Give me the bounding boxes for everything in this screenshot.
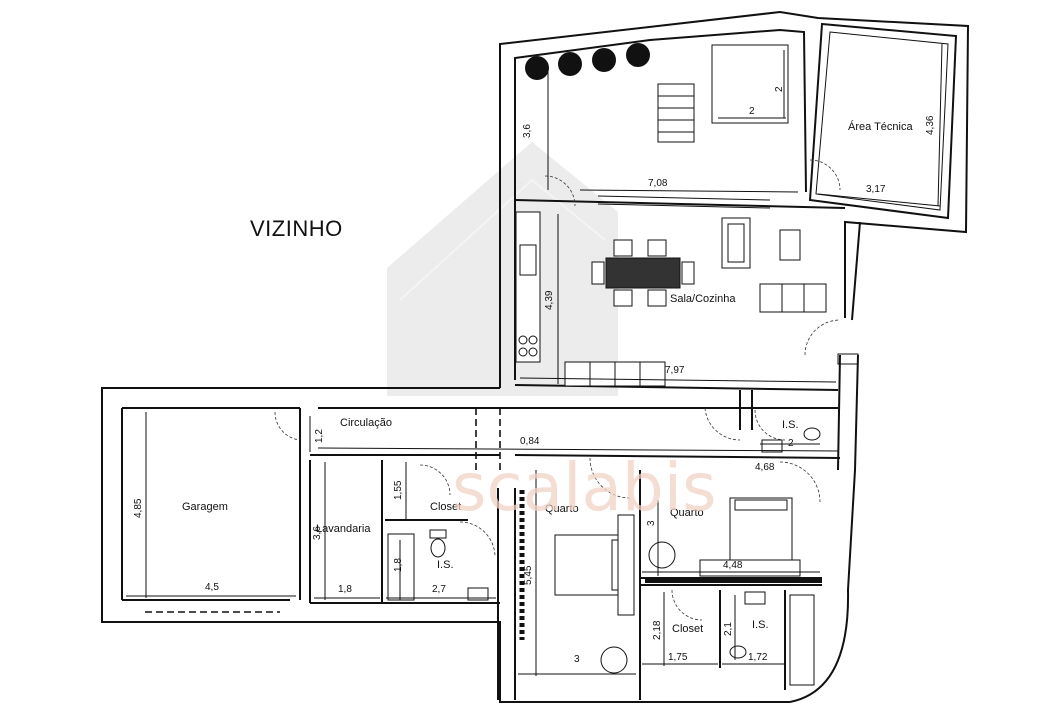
toilet-icon-top [761, 427, 821, 453]
dim-laundry-h: 3,6 [312, 526, 323, 540]
closet-left-door-swing [419, 464, 451, 496]
dim-corridor-w: 4,68 [755, 462, 775, 473]
sink-icon [519, 244, 537, 276]
outer-wall-upper [499, 10, 970, 388]
dim-laundry-w: 1,8 [338, 584, 352, 595]
room-label-circulation: Circulação [340, 417, 392, 429]
dim-living-w: 7,97 [665, 365, 685, 376]
plant-icons [525, 43, 650, 80]
watermark-house-icon [387, 142, 618, 396]
dim-closet-l-h: 1,55 [393, 480, 404, 500]
dim-circ-w: 0,84 [520, 436, 540, 447]
room-label-garage: Garagem [182, 501, 228, 513]
bed-icon-right [699, 497, 801, 577]
tech-door-swing [809, 159, 841, 191]
toilet-icon-right [729, 591, 766, 659]
room-label-closet-left: Closet [430, 501, 461, 513]
dim-closet-r-h: 2,18 [652, 620, 663, 640]
east-corridor-wall [837, 354, 841, 471]
dim-bath-l-h: 1,8 [393, 558, 404, 572]
dim-living-h: 4,39 [544, 290, 555, 310]
dim-circ-h: 1,2 [314, 429, 325, 443]
bedroom-north-wall [514, 454, 841, 459]
watermark-house-roofline [399, 178, 606, 301]
room-label-bedroom-left: Quarto [545, 503, 579, 515]
bed-icon-left [554, 514, 635, 616]
dim-tech-w: 3,17 [866, 184, 886, 195]
dim-bath-top-w: 2 [788, 438, 794, 449]
technical-area-walls [808, 22, 958, 220]
bath-top-door-swing-2 [754, 409, 786, 441]
sofa-icon [721, 217, 827, 313]
bedroom-left-door-swing [589, 457, 631, 499]
toilet-icon-left [429, 529, 489, 601]
patio-window [597, 195, 771, 201]
living-door-swing [804, 319, 841, 356]
dim-bath-r-h: 2,1 [723, 622, 734, 636]
dim-stair-box-w: 2 [749, 106, 755, 117]
outer-wall-upper-inner [514, 28, 807, 380]
patio-living-wall [514, 199, 846, 209]
bedroom-right-door-swing [779, 461, 821, 503]
dim-bed-l-h: 5,45 [523, 565, 534, 585]
east-corridor-wall-2 [854, 354, 859, 471]
neighbor-label: VIZINHO [250, 216, 343, 241]
stove-icon [518, 335, 538, 357]
dim-closet-r-w: 1,75 [668, 652, 688, 663]
outer-wall-curve [789, 469, 856, 703]
kitchen-counter [515, 211, 541, 363]
bath-top-door-swing [704, 407, 741, 441]
armchair-icons [600, 541, 676, 674]
dim-patio-width: 7,08 [648, 178, 668, 189]
bathtub-icon-right [789, 594, 815, 686]
closet-right-door-swing [671, 589, 703, 621]
room-label-bath-right: I.S. [752, 619, 769, 631]
dim-bed-r-h: 3 [646, 520, 657, 526]
room-label-bath-left: I.S. [437, 559, 454, 571]
dim-patio-depth: 3,6 [522, 124, 533, 138]
room-label-living-kitchen: Sala/Cozinha [670, 293, 736, 305]
room-label-laundry: Lavandaria [316, 523, 371, 535]
living-east-wall-2 [851, 221, 861, 321]
shower-icon-left [387, 533, 415, 601]
dim-bed-r-w: 4,48 [723, 560, 743, 571]
patio-window-2 [597, 203, 771, 209]
technical-area-inner [815, 31, 949, 211]
stairs-icon [657, 83, 695, 143]
outer-wall-lower [101, 387, 790, 703]
closet-door-swing [459, 521, 496, 558]
garage-door-swing [274, 411, 301, 441]
dim-garage-w: 4,5 [205, 582, 219, 593]
room-label-closet-right: Closet [672, 623, 703, 635]
stair-opening [711, 44, 789, 124]
dim-bed-l-w: 3 [574, 654, 580, 665]
room-label-bedroom-right: Quarto [670, 507, 704, 519]
patio-door-swing [544, 175, 576, 207]
room-label-bath-top: I.S. [782, 419, 799, 431]
watermark-brand: scalabis [452, 449, 717, 526]
east-pillar [837, 353, 859, 365]
dimension-lines [126, 43, 943, 676]
dim-bath-l-w: 2,7 [432, 584, 446, 595]
dim-garage-h: 4,85 [133, 498, 144, 518]
dim-stair-box-h: 2 [774, 86, 785, 92]
dim-bath-r-w: 1,72 [748, 652, 768, 663]
dining-table-icon [591, 239, 695, 307]
dim-tech-h: 4,36 [925, 115, 936, 135]
room-label-technical-area: Área Técnica [848, 120, 913, 133]
